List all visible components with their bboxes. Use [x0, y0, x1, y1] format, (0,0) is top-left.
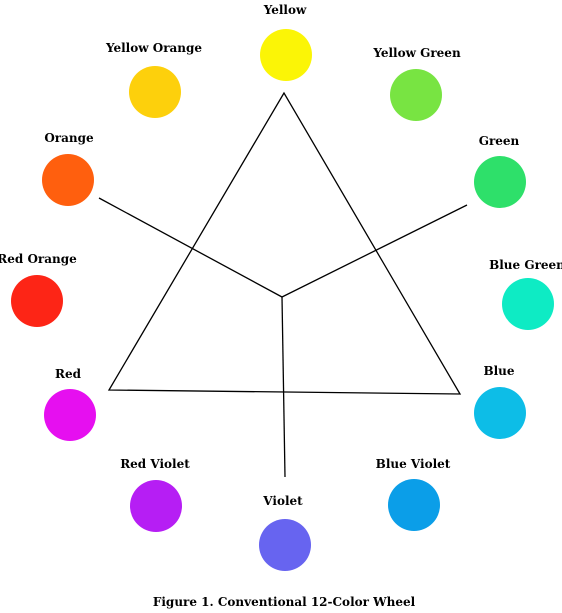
swatch-blue-violet — [388, 479, 440, 531]
swatch-yellow-green — [390, 69, 442, 121]
label-red-orange: Red Orange — [0, 252, 77, 266]
label-yellow: Yellow — [263, 3, 307, 17]
swatch-red — [44, 389, 96, 441]
swatch-blue-green — [502, 278, 554, 330]
label-red: Red — [55, 367, 82, 381]
swatch-blue — [474, 387, 526, 439]
swatch-red-orange — [11, 275, 63, 327]
primary-triangle — [107, 91, 462, 395]
label-yellow-green: Yellow Green — [372, 46, 461, 60]
label-orange: Orange — [44, 131, 94, 145]
connector-orange — [98, 197, 283, 298]
swatch-yellow-orange — [129, 66, 181, 118]
swatch-yellow — [260, 29, 312, 81]
swatch-red-violet — [130, 480, 182, 532]
connector-green — [281, 204, 468, 298]
label-red-violet: Red Violet — [120, 457, 190, 471]
label-green: Green — [479, 134, 520, 148]
connector-violet — [281, 296, 286, 478]
label-blue-violet: Blue Violet — [376, 457, 451, 471]
swatch-green — [474, 156, 526, 208]
label-blue-green: Blue Green — [489, 258, 562, 272]
figure-caption: Figure 1. Conventional 12-Color Wheel — [153, 595, 416, 609]
label-violet: Violet — [262, 494, 303, 508]
label-blue: Blue — [483, 364, 514, 378]
swatch-orange — [42, 154, 94, 206]
swatch-violet — [259, 519, 311, 571]
label-yellow-orange: Yellow Orange — [105, 41, 202, 55]
